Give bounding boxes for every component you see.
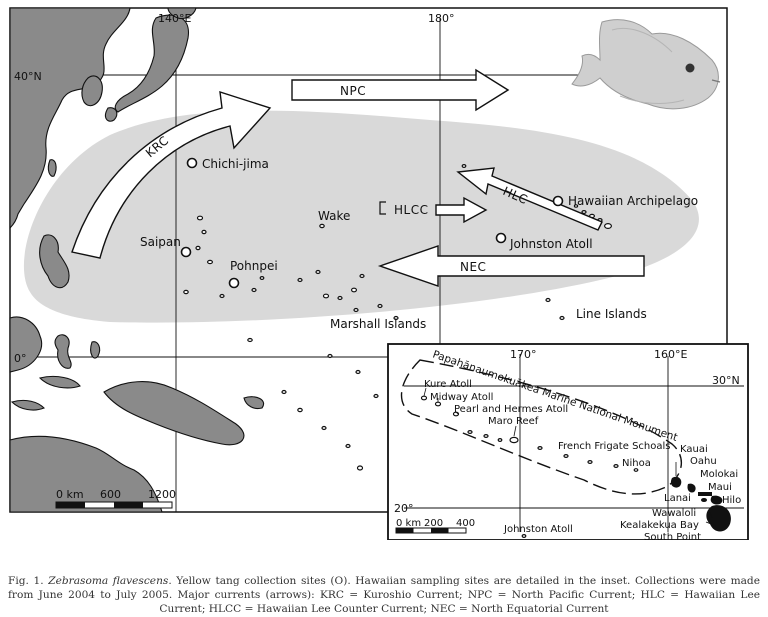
inset-label-kure: Kure Atoll	[424, 379, 472, 390]
site-johnston	[495, 232, 507, 244]
inset-label-oahu: Oahu	[690, 456, 717, 467]
label-johnston-atoll: Johnston Atoll	[509, 237, 593, 251]
inset-island-molokai	[698, 492, 712, 496]
land-korea	[81, 75, 103, 107]
krc-arrow	[71, 90, 272, 259]
inset-label-lat-30n: 30°N	[712, 374, 740, 387]
main-scale-tick-2: 1200	[148, 488, 176, 501]
land-new-guinea	[103, 381, 245, 446]
land-taiwan	[47, 159, 57, 177]
inset-map: 0 km 200 400 170° 160°E 30°N 20° Papahān…	[387, 343, 749, 540]
site-pohnpei	[228, 277, 240, 289]
main-scale-tick-1: 600	[100, 488, 121, 501]
land-philippines	[39, 234, 70, 289]
label-pohnpei: Pohnpei	[230, 259, 278, 273]
inset-label-lon-160e: 160°E	[654, 348, 687, 361]
label-lat-40n: 40°N	[14, 70, 42, 83]
inset-island-maui	[710, 495, 723, 505]
land-asia-mainland	[9, 7, 131, 230]
nec-arrow	[377, 245, 645, 287]
land-borneo-sulawesi	[9, 316, 42, 373]
inset-island-oahu	[687, 483, 696, 493]
inset-label-wawaloli: Wawaloli	[652, 508, 696, 519]
label-lon-180: 180°	[428, 12, 455, 25]
inset-scale-tick-2: 400	[456, 518, 475, 529]
hlc-arrow	[456, 167, 603, 231]
label-saipan: Saipan	[140, 235, 181, 249]
hlcc-bracket	[379, 201, 386, 215]
label-hlcc: HLCC	[394, 203, 428, 217]
land-australia	[9, 435, 163, 513]
site-hawaii	[552, 195, 564, 207]
inset-label-southpoint: South Point	[644, 532, 701, 540]
inset-label-kauai: Kauai	[680, 444, 708, 455]
inset-label-nihoa: Nihoa	[622, 458, 651, 469]
map-figure: 140°E 180° 40°N 0° Chichi-jima Wake Saip…	[9, 7, 749, 540]
site-chichi-jima	[186, 157, 198, 169]
inset-label-maui: Maui	[708, 482, 732, 493]
monument-boundary	[400, 359, 682, 495]
inset-label-hilo: Hilo	[722, 495, 741, 506]
caption-fig-number: Fig. 1.	[8, 575, 44, 587]
npc-arrow	[291, 68, 510, 112]
inset-label-lon-170: 170°	[510, 348, 537, 361]
main-scale-bar: 0 km 600 1200	[55, 488, 176, 509]
inset-island-lanai	[701, 498, 707, 502]
figure-caption: Fig. 1. Zebrasoma flavescens. Yellow tan…	[8, 574, 760, 616]
inset-label-johnston: Johnston Atoll	[503, 524, 573, 535]
label-nec: NEC	[460, 260, 486, 274]
inset-label-ffs: French Frigate Schoals	[558, 441, 670, 452]
main-scale-tick-0: 0 km	[56, 488, 84, 501]
inset-label-maro: Maro Reef	[488, 416, 539, 427]
land-sulawesi	[54, 334, 72, 369]
inset-island-kauai	[670, 476, 682, 488]
land-timor-islands	[38, 375, 81, 389]
label-lat-0: 0°	[14, 352, 27, 365]
inset-frame	[387, 343, 749, 540]
inset-label-lat-20: 20°	[394, 502, 414, 515]
hlcc-arrow	[435, 196, 488, 224]
land-sakhalin	[167, 7, 197, 20]
label-wake: Wake	[318, 209, 350, 223]
inset-label-pearl: Pearl and Hermes Atoll	[454, 404, 568, 415]
fish-icon	[571, 19, 721, 110]
land-new-britain	[243, 396, 264, 410]
label-hawaiian-archipelago: Hawaiian Archipelago	[568, 194, 698, 208]
land-halmahera	[90, 341, 101, 359]
site-saipan	[180, 246, 192, 258]
inset-label-molokai: Molokai	[700, 469, 738, 480]
inset-scale-tick-1: 200	[424, 518, 443, 529]
label-line-islands: Line Islands	[576, 307, 647, 321]
land-japan-honshu	[114, 14, 189, 113]
label-marshall-islands: Marshall Islands	[330, 317, 426, 331]
land-java-islands	[10, 399, 45, 411]
land-japan-kyushu	[105, 107, 118, 122]
inset-label-midway: Midway Atoll	[430, 392, 493, 403]
inset-label-lanai: Lanai	[664, 493, 691, 504]
inset-scale-tick-0: 0 km	[396, 518, 421, 529]
caption-text: . Yellow tang collection sites (O). Hawa…	[8, 575, 760, 615]
label-npc: NPC	[340, 84, 366, 98]
label-chichi-jima: Chichi-jima	[202, 157, 269, 171]
label-lon-140e: 140°E	[158, 12, 191, 25]
caption-species: Zebrasoma flavescens	[48, 575, 169, 587]
inset-label-kealakekua: Kealakekua Bay	[620, 520, 699, 531]
